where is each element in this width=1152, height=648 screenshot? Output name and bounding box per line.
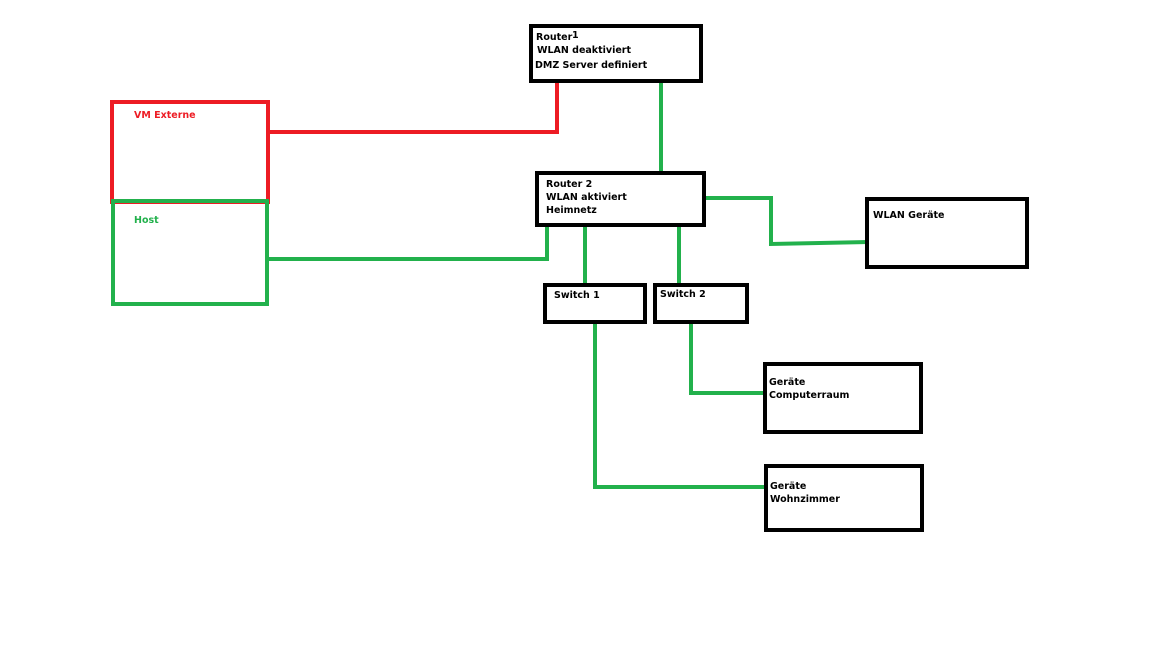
router1-number: 1	[572, 30, 579, 41]
router1-line2: WLAN deaktiviert	[537, 45, 631, 56]
computerraum-line1: Geräte	[769, 377, 805, 388]
link-host-router2	[266, 223, 549, 261]
vm-externe-label: VM Externe	[134, 110, 196, 121]
wlan-geraete-label: WLAN Geräte	[873, 210, 944, 221]
router2-box	[535, 171, 706, 227]
wohnzimmer-box	[764, 464, 924, 532]
switch2-box	[653, 283, 749, 324]
router1-title: Router	[536, 32, 573, 43]
router2-line2: WLAN aktiviert	[546, 192, 627, 203]
router1-line3: DMZ Server definiert	[535, 60, 648, 71]
link-router2-wlan-geraete	[703, 196, 870, 247]
switch1-box	[543, 283, 647, 324]
link-switch2-computerraum	[689, 320, 767, 395]
link-switch1-wohnzimmer	[593, 320, 768, 489]
wohnzimmer-line2: Wohnzimmer	[770, 494, 840, 505]
host-box	[111, 199, 269, 306]
router2-line3: Heimnetz	[546, 205, 597, 216]
wohnzimmer-line1: Geräte	[770, 481, 806, 492]
router2-line1: Router 2	[546, 179, 592, 190]
wlan-geraete-box	[865, 197, 1029, 269]
computerraum-line2: Computerraum	[769, 390, 849, 401]
router1-box	[529, 24, 703, 83]
link-vm-externe-router1	[266, 79, 559, 134]
switch2-label: Switch 2	[660, 289, 706, 300]
computerraum-box	[763, 362, 923, 434]
host-label: Host	[134, 215, 159, 226]
switch1-label: Switch 1	[554, 290, 600, 301]
